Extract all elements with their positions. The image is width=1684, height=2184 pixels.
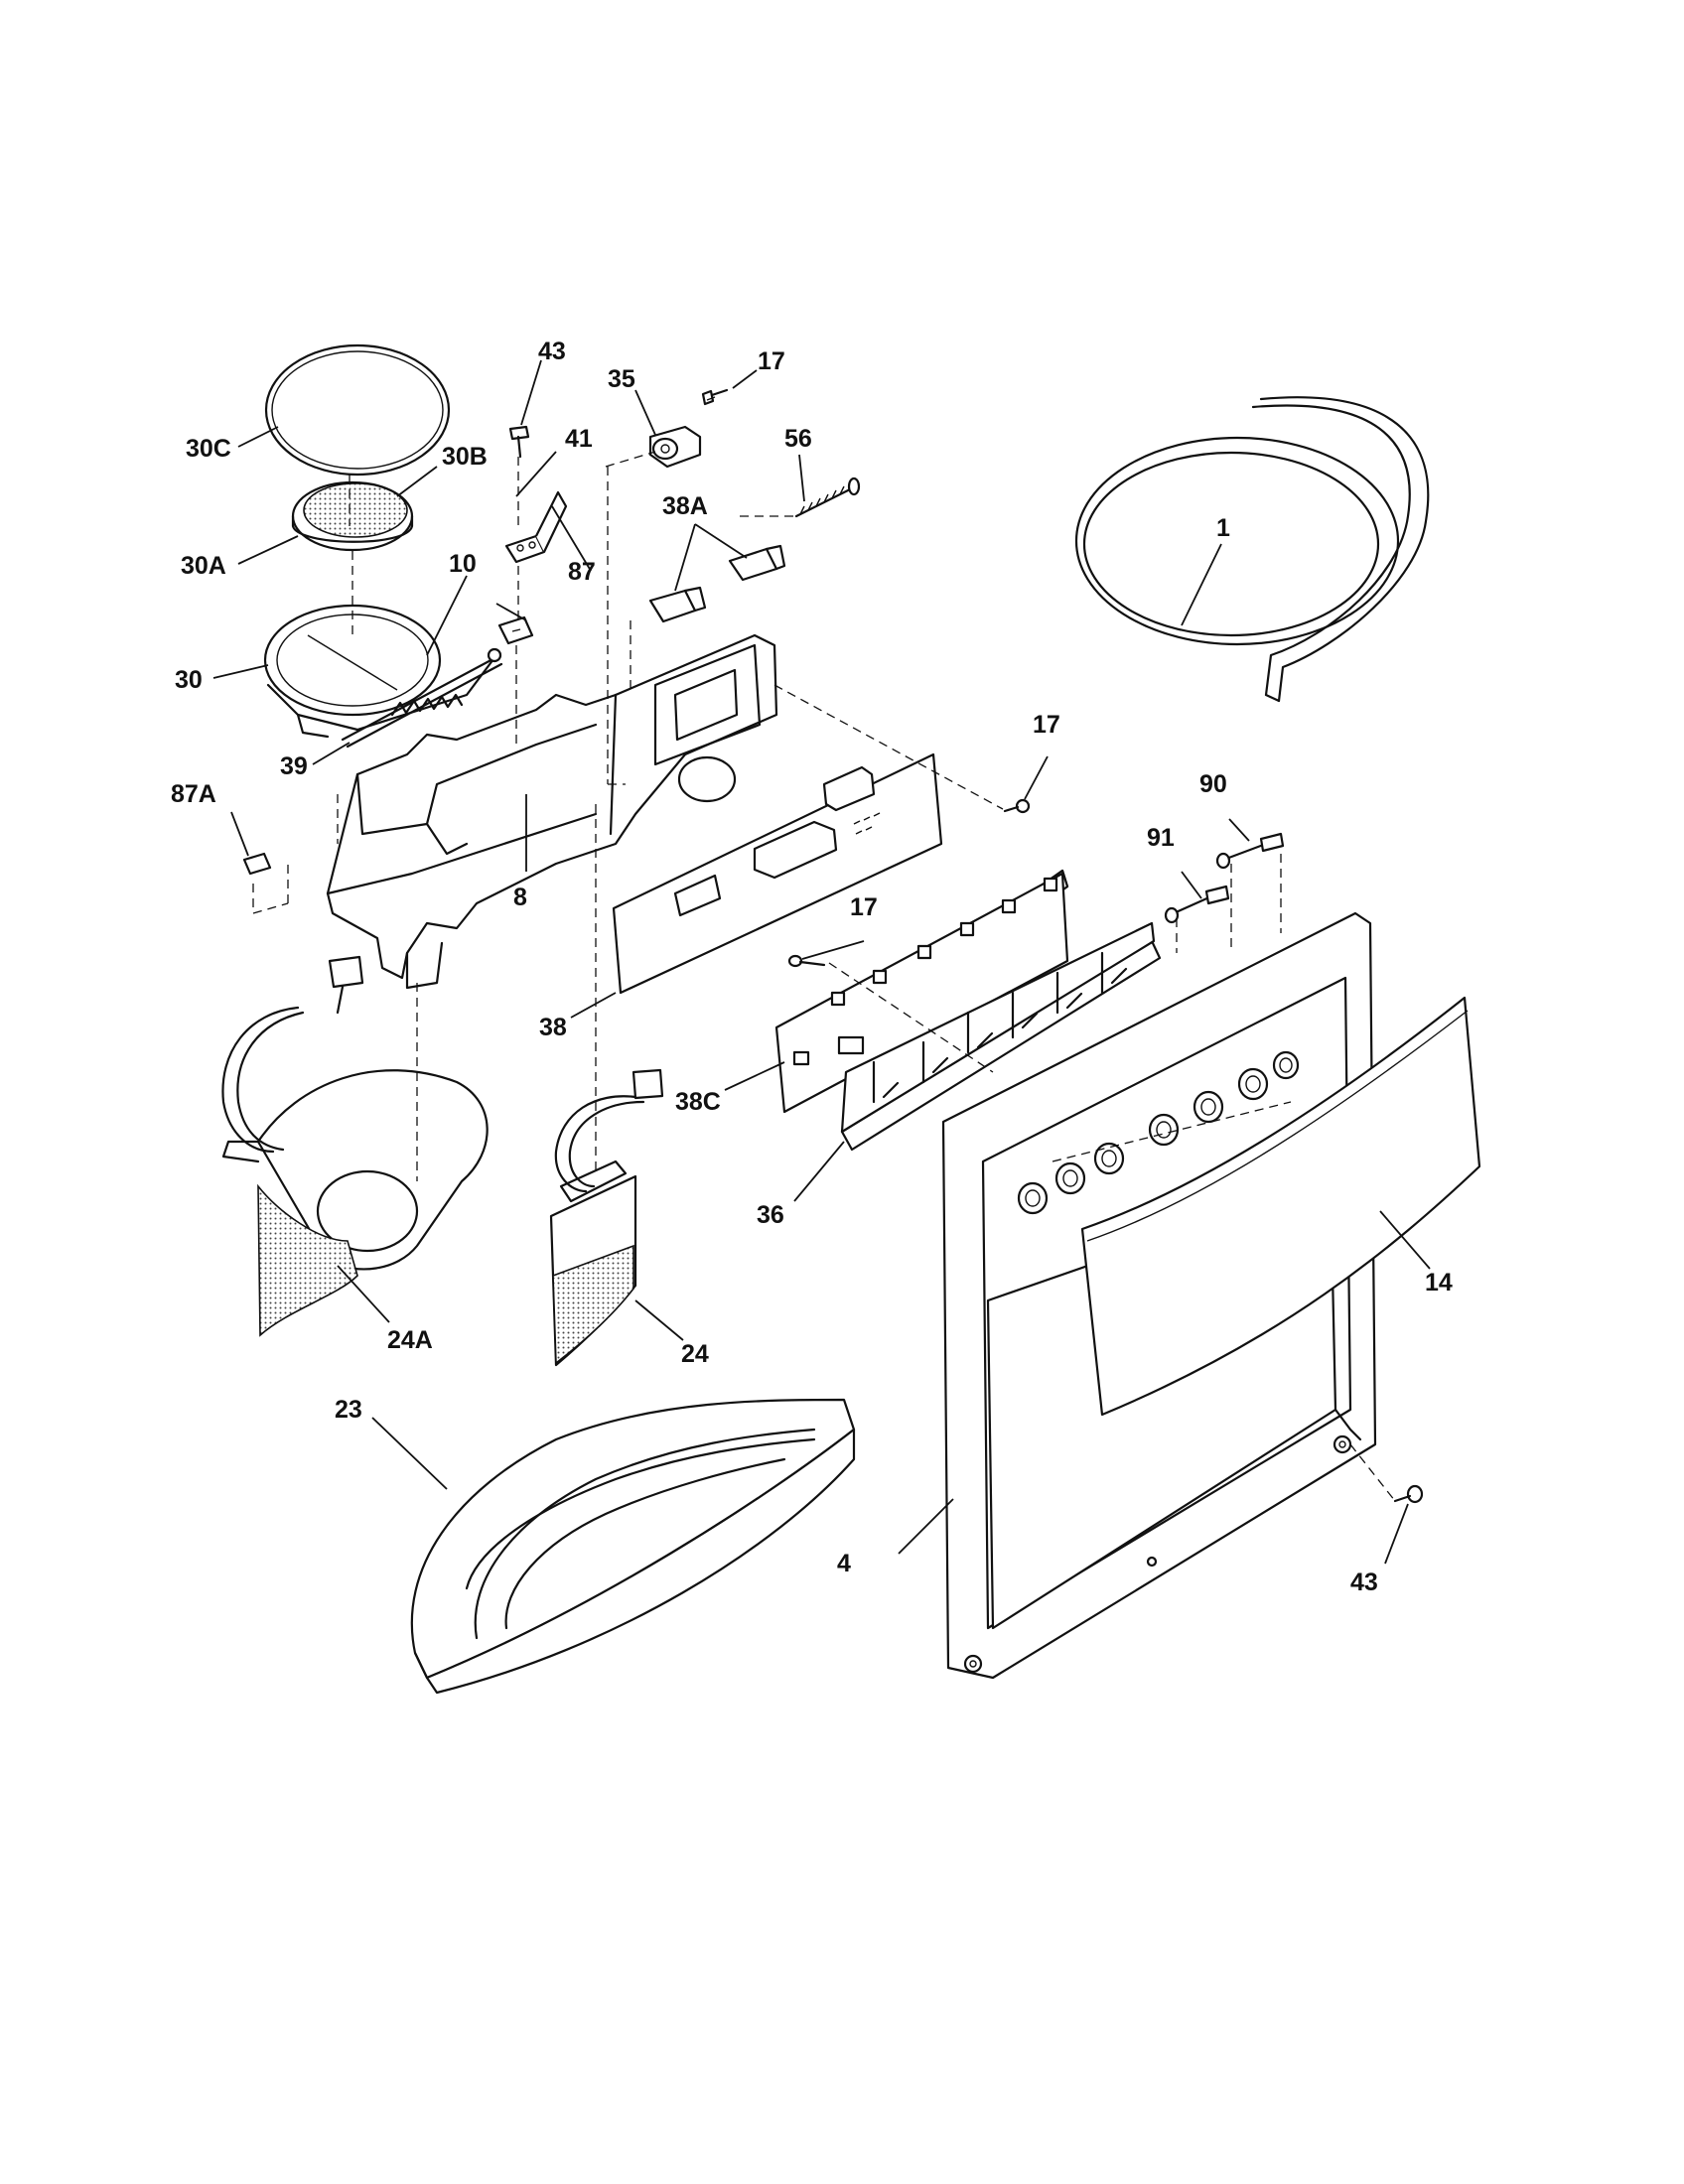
callout-90: 90 [1199,770,1227,798]
callout-1: 1 [1216,514,1230,542]
part-38C-button-board [774,869,1069,1114]
part-43-screw-bottom [1393,1484,1424,1504]
part-56-long-screw [794,477,861,518]
part-24-chute-flap [549,1068,664,1367]
callout-30A: 30A [181,552,226,580]
callout-35: 35 [608,365,635,393]
part-23-drip-tray [410,1398,856,1695]
callout-14: 14 [1425,1269,1453,1297]
part-87A-clip [242,852,272,876]
callout-91: 91 [1147,824,1175,852]
part-39-shaft-and-spring [341,647,503,749]
callout-8: 8 [513,884,527,911]
callout-10: 10 [449,550,477,578]
callout-24A: 24A [387,1326,433,1354]
callout-56: 56 [784,425,812,453]
callout-41: 41 [565,425,593,453]
callout-87A: 87A [171,780,216,808]
callout-30C: 30C [186,435,231,463]
part-43-screw-top [508,425,530,459]
part-36-lever-assembly [840,921,1162,1152]
part-35-actuator [648,425,702,469]
part-30-chute-frame [263,604,498,739]
part-24A-chute-with-motor [221,955,489,1337]
part-87-clip [497,615,534,645]
part-91-pin [1164,885,1230,924]
callout-23: 23 [335,1396,362,1424]
faceplate-button-holes [1017,1050,1300,1215]
callout-87: 87 [568,558,596,586]
callout-30B: 30B [442,443,488,471]
part-17-screw-top [701,388,729,406]
callout-43-bottom: 43 [1350,1569,1378,1596]
part-30C-ring [264,343,451,477]
callout-38C: 38C [675,1088,721,1116]
part-17-screw-middle [787,954,826,968]
part-90-pin [1215,832,1285,870]
part-38A-switches [648,544,786,623]
part-38-control-board [612,752,943,995]
callout-30: 30 [175,666,203,694]
callout-24: 24 [681,1340,709,1368]
part-1-water-tubing [1074,396,1430,703]
callout-17-right: 17 [1033,711,1060,739]
callout-labels: 30C 30B 30A 10 30 39 87A 43 41 87 35 17 … [171,338,1453,1596]
callout-38A: 38A [662,492,708,520]
part-14-curved-panel [1080,996,1481,1417]
callout-36: 36 [757,1201,784,1229]
callout-39: 39 [280,752,308,780]
part-41-bracket [504,490,568,564]
alignment-lines [252,396,1396,1502]
leader-lines [212,359,1431,1565]
callout-17-top: 17 [758,347,785,375]
part-17-screw-right [1003,798,1031,814]
callout-17-middle: 17 [850,893,878,921]
callout-43-top: 43 [538,338,566,365]
part-8-dispenser-housing [326,633,778,990]
part-30A-30B-filter-disc [291,480,414,552]
callout-38: 38 [539,1014,567,1041]
callout-4: 4 [837,1550,851,1577]
